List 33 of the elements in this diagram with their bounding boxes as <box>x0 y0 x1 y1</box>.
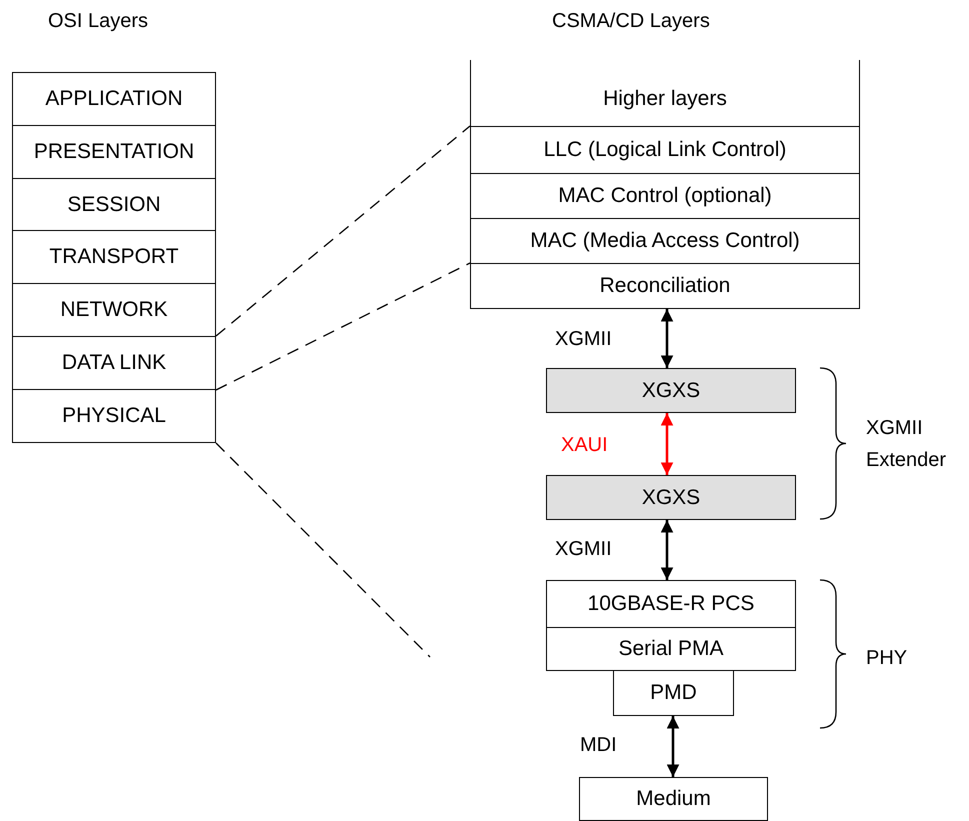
bracket-label: PHY <box>866 647 908 670</box>
layer-box: TRANSPORT <box>12 230 216 284</box>
layer-box: SESSION <box>12 178 216 231</box>
double-arrow <box>660 520 674 580</box>
edge-label: XAUI <box>561 434 608 457</box>
layer-box: XGXS <box>546 475 796 520</box>
layer-box: PRESENTATION <box>12 125 216 179</box>
layer-box: DATA LINK <box>12 336 216 390</box>
column-heading: OSI Layers <box>48 10 148 33</box>
edge-label: XGMII <box>555 538 612 561</box>
layer-box: MAC Control (optional) <box>470 173 860 219</box>
layer-box: XGXS <box>546 368 796 413</box>
layer-box: Reconciliation <box>470 263 860 309</box>
double-arrow <box>660 413 674 475</box>
layer-box: PHYSICAL <box>12 389 216 443</box>
layer-box: LLC (Logical Link Control) <box>470 126 860 174</box>
dashed-line <box>216 262 470 391</box>
layer-box: MAC (Media Access Control) <box>470 218 860 264</box>
dashed-line <box>216 126 470 336</box>
column-heading: CSMA/CD Layers <box>552 10 710 33</box>
layer-box: NETWORK <box>12 283 216 337</box>
layer-box: Medium <box>579 777 768 821</box>
layer-box: PMD <box>613 670 734 716</box>
layer-box: APPLICATION <box>12 72 216 126</box>
layer-box: Serial PMA <box>546 627 796 671</box>
double-arrow <box>660 309 674 368</box>
layer-box: Higher layers <box>470 60 860 127</box>
edge-label: XGMII <box>555 328 612 351</box>
double-arrow <box>666 716 680 777</box>
edge-label: MDI <box>580 734 617 757</box>
bracket-label: XGMII Extender <box>866 416 948 473</box>
layer-box: 10GBASE-R PCS <box>546 580 796 628</box>
dashed-line <box>216 442 430 658</box>
